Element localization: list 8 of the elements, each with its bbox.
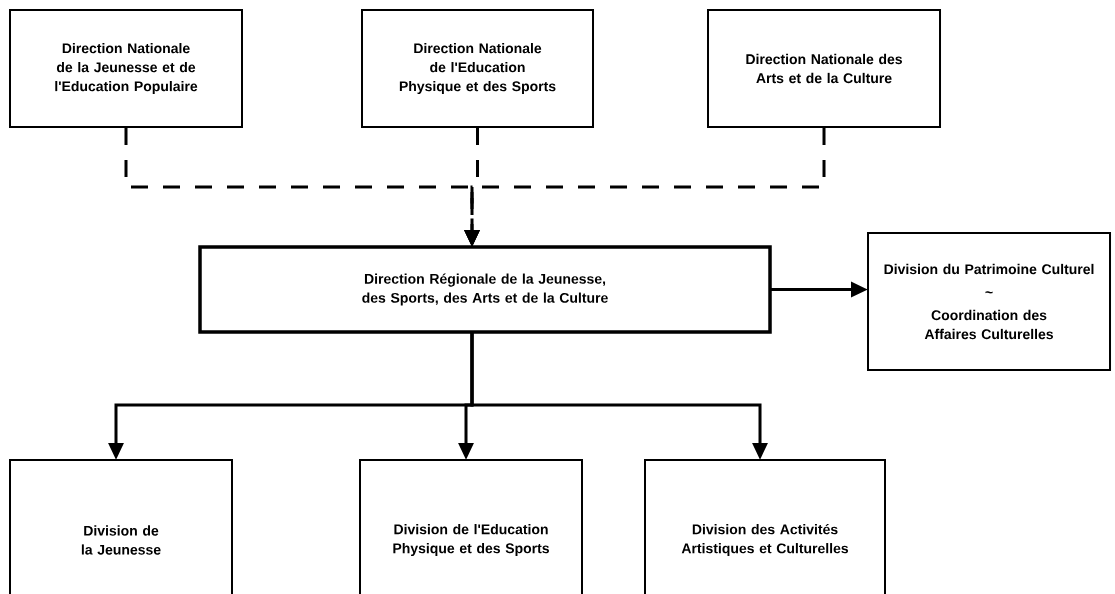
process-box: Direction Régionale de la Jeunesse, des Sports, des Arts et de la Culture [198, 245, 772, 334]
process-box: Division des Activités Artistiques et Culturelles [644, 459, 886, 594]
process-box: Division de la Jeunesse [9, 459, 233, 594]
process-box: Division de l'Education Physique et des Sports [359, 459, 583, 594]
process-box: Direction Nationale des Arts et de la Culture [707, 9, 941, 128]
process-box: Direction Nationale de la Jeunesse et de l'Education Populaire [9, 9, 243, 128]
process-box: Division du Patrimoine Culturel ~ Coordination des Affaires Culturelles [867, 232, 1111, 371]
process-box: Direction Nationale de l'Education Physique et des Sports [361, 9, 594, 128]
